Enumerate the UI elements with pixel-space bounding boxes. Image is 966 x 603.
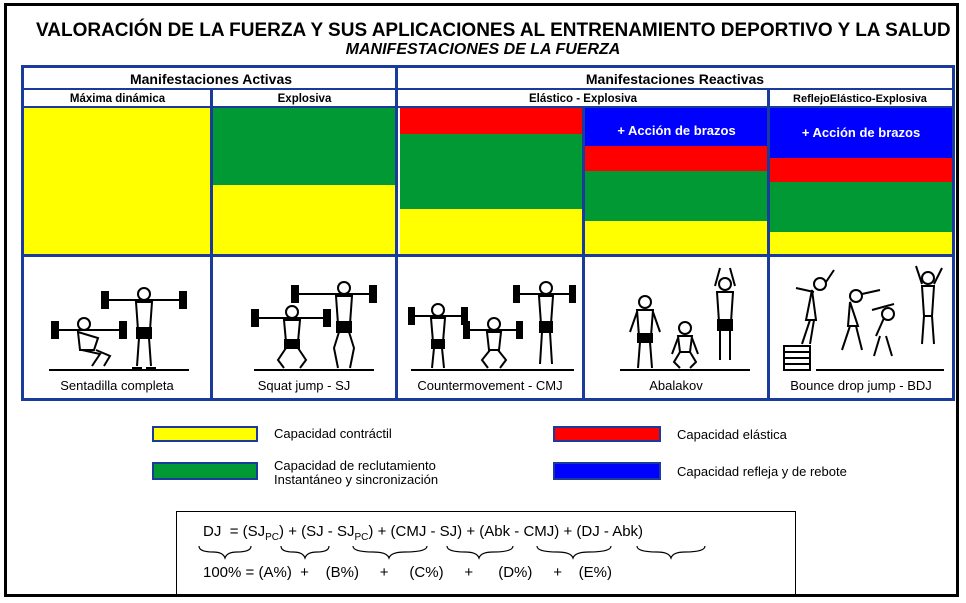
legend-label-reclutamiento: Capacidad de reclutamiento Instantáneo y… <box>274 459 438 487</box>
header-reactive: Manifestaciones Reactivas <box>398 68 952 90</box>
legend-swatch-elastica <box>553 426 661 442</box>
divider <box>210 90 213 398</box>
squat-jump-figure-icon <box>251 281 377 371</box>
squat-figure-icon <box>49 287 189 371</box>
formula-c: (C%) <box>409 564 444 581</box>
legend-label-contractil: Capacidad contráctil <box>274 426 392 441</box>
bar-contractil-bdj <box>770 232 952 254</box>
page-subtitle: MANIFESTACIONES DE LA FUERZA <box>345 41 621 58</box>
formula-term-1-close: ) <box>279 523 285 540</box>
formula-plus: + <box>466 523 476 540</box>
formula-top-row: DJ = (SJPC) + (SJ - SJPC) + (CMJ - SJ) +… <box>203 523 643 543</box>
subheader-maxima: Máxima dinámica <box>24 90 211 108</box>
bar-reclutamiento-abalakov <box>585 171 768 221</box>
bar-brazos-abalakov <box>585 108 768 146</box>
page-title: VALORACIÓN DE LA FUERZA Y SUS APLICACION… <box>36 20 951 41</box>
formula-b: (B%) <box>325 564 359 581</box>
arm-action-label-bdj: + Acción de brazos <box>801 125 921 140</box>
legend-swatch-refleja <box>553 462 661 480</box>
header-active: Manifestaciones Activas <box>24 68 398 90</box>
exercise-label-cmj: Countermovement - CMJ <box>417 378 563 393</box>
formula-sub-pc: PC <box>265 532 280 543</box>
bar-reclutamiento-bdj <box>770 182 952 232</box>
legend-label-refleja: Capacidad refleja y de rebote <box>677 464 847 479</box>
formula-plus: + <box>300 564 309 581</box>
bar-elastica-abalakov <box>585 146 768 171</box>
bar-elastica-bdj <box>770 158 952 182</box>
subheader-reflejo: ReflejoElástico-Explosiva <box>768 90 952 108</box>
divider <box>582 108 585 398</box>
drop-jump-figure-icon <box>783 265 944 371</box>
countermovement-figure-icon <box>408 281 576 371</box>
subheader-elastico: Elástico - Explosiva <box>398 90 768 108</box>
divider <box>395 68 398 398</box>
arm-action-label-abalakov: + Acción de brazos <box>617 123 736 138</box>
formula-plus: + <box>377 523 387 540</box>
strength-table: Manifestaciones Activas Manifestaciones … <box>21 65 955 401</box>
formula-plus: + <box>288 523 297 540</box>
formula-plus: + <box>379 564 389 581</box>
formula-a: (A%) <box>258 564 292 581</box>
formula-plus: + <box>464 564 474 581</box>
exercise-label-sentadilla: Sentadilla completa <box>60 378 174 393</box>
formula-plus: + <box>563 523 573 540</box>
formula-e: (E%) <box>578 564 612 581</box>
formula-term-4: (Abk - CMJ) <box>479 523 560 540</box>
legend-label-reclutamiento-line1: Capacidad de reclutamiento <box>274 458 436 473</box>
formula-d: (D%) <box>498 564 533 581</box>
dj-formula: DJ = (SJPC) + (SJ - SJPC) + (CMJ - SJ) +… <box>176 511 796 595</box>
formula-100pct: 100% <box>203 564 242 581</box>
brace-icons <box>198 545 706 560</box>
formula-bottom-row: 100% = (A%) + (B%) + (C%) + (D%) + (E%) <box>203 564 612 581</box>
bar-reclutamiento-explosiva <box>213 108 396 185</box>
bar-contractil-explosiva <box>213 185 396 254</box>
legend-label-elastica: Capacidad elástica <box>677 427 787 442</box>
divider <box>24 254 952 257</box>
exercise-label-sj: Squat jump - SJ <box>257 378 351 393</box>
exercise-label-abalakov: Abalakov <box>649 378 703 393</box>
legend-label-reclutamiento-line2: Instantáneo y sincronización <box>274 472 439 487</box>
bar-contractil-abalakov <box>585 221 768 254</box>
exercise-label-bdj: Bounce drop jump - BDJ <box>790 378 932 393</box>
formula-term-1: (SJ <box>242 523 266 540</box>
formula-eq: = <box>245 564 255 581</box>
formula-term-2-close: ) <box>368 523 374 540</box>
bar-contractil-cmj <box>400 209 583 254</box>
bar-contractil-maxima <box>24 108 211 254</box>
formula-term-2: (SJ - SJ <box>301 523 355 540</box>
formula-sub-pc: PC <box>354 532 369 543</box>
legend-swatch-reclutamiento <box>152 462 258 480</box>
subheader-explosiva: Explosiva <box>211 90 398 108</box>
abalakov-figure-icon <box>620 267 750 371</box>
figure-frame <box>4 3 959 597</box>
bar-refleja-bdj <box>770 108 952 158</box>
divider <box>767 90 770 398</box>
legend-swatch-contractil <box>152 426 258 442</box>
bar-reclutamiento-cmj <box>400 134 583 209</box>
formula-dj: DJ <box>203 523 222 540</box>
formula-term-3: (CMJ - SJ) <box>390 523 463 540</box>
bar-elastica-cmj <box>400 108 583 134</box>
formula-plus: + <box>553 564 562 581</box>
formula-term-5: (DJ - Abk) <box>576 523 644 540</box>
formula-eq: = <box>229 523 239 540</box>
